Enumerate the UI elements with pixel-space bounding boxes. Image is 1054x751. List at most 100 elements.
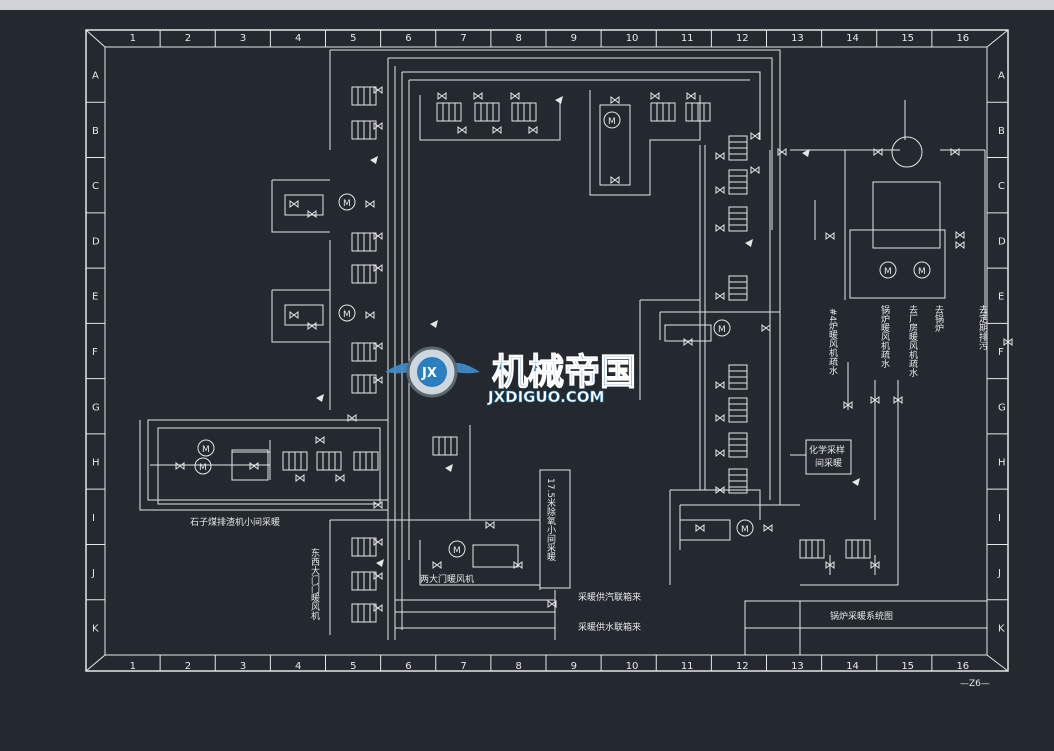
grid-column-label: 8 [515,33,521,44]
grid-row-label: G [92,402,100,413]
grid-row-label: F [998,347,1004,358]
pump-icon [913,261,931,279]
grid-column-label: 2 [185,661,191,672]
heater-icon [728,135,748,161]
grid-column-label: 15 [901,661,914,672]
grid-row-label: J [91,568,95,579]
watermark-logo-text: JX [421,366,437,381]
grid-row-label: E [998,292,1004,303]
heater-icon [728,397,748,423]
label-vertical-4: 去锅炉 [933,304,944,333]
grid-row-label: E [92,292,98,303]
grid-column-label: 9 [571,661,577,672]
heater-icon [728,206,748,232]
watermark-brand-en: JXDIGUO.COM [487,388,604,406]
heater-icon [728,432,748,458]
pump-icon [448,540,466,558]
grid-row-label: I [92,513,95,524]
grid-column-label: 13 [791,661,804,672]
heater-icon [728,275,748,301]
grid-row-label: C [998,181,1005,192]
heater-icon [728,169,748,195]
label-boiler-room: 石子煤排渣机小间采暖 [190,516,280,528]
grid-column-label: 3 [240,661,246,672]
grid-column-label: 15 [901,33,914,44]
grid-row-label: I [998,513,1001,524]
grid-column-label: 16 [956,661,969,672]
pump-icon [338,193,356,211]
grid-column-label: 13 [791,33,804,44]
grid-column-label: 16 [956,33,969,44]
heater-icon [353,451,379,471]
grid-column-label: 4 [295,33,301,44]
title-block-name: 锅炉采暖系统图 [830,610,893,622]
heater-icon [351,264,377,284]
heater-icon [282,451,308,471]
grid-column-label: 1 [130,661,136,672]
label-vertical-5: 去定期排污 [977,304,988,351]
grid-column-label: 2 [185,33,191,44]
label-side-left: 东西大门门暖风机 [309,547,320,621]
grid-row-label: F [92,347,98,358]
grid-row-label: K [998,623,1005,634]
grid-row-label: H [998,458,1006,469]
heater-icon [436,102,462,122]
heater-icon [474,102,500,122]
heater-icon [432,436,458,456]
heater-icon [351,374,377,394]
grid-column-label: 11 [681,33,694,44]
grid-column-label: 14 [846,33,859,44]
grid-row-label: G [998,402,1006,413]
pump-icon [338,304,356,322]
grid-column-label: 5 [350,661,356,672]
heater-icon [351,603,377,623]
pump-icon [879,261,897,279]
grid-labels: 1122334455667788991010111112121313141415… [86,30,1008,672]
heater-icon [351,120,377,140]
label-vertical-2: 锅炉暖风机疏水 [879,305,890,368]
heater-icon [728,364,748,390]
watermark-logo: JX 机械帝国 JXDIGUO.COM [385,346,637,406]
label-vertical-1: #4炉暖风机疏水 [827,308,838,375]
grid-row-label: C [92,181,99,192]
label-supply-top: 采暖供汽联箱来 [578,591,641,603]
grid-column-label: 10 [626,33,639,44]
grid-column-label: 11 [681,661,694,672]
heater-icon [650,102,676,122]
heater-icon [511,102,537,122]
grid-row-label: J [997,568,1001,579]
grid-column-label: 9 [571,33,577,44]
grid-column-label: 7 [460,33,466,44]
grid-row-label: H [92,458,100,469]
label-chem-1: 化学采样 [809,444,845,456]
heater-icon [799,539,825,559]
heater-icon [685,102,711,122]
pump-icon [197,439,215,457]
heater-icon [351,342,377,362]
pump-icon [736,519,754,537]
grid-column-label: 8 [515,661,521,672]
grid-column-label: 6 [405,33,411,44]
grid-column-label: 6 [405,661,411,672]
grid-column-label: 12 [736,661,749,672]
heater-icon [351,571,377,591]
heater-icon [845,539,871,559]
pump-icon [603,111,621,129]
grid-row-label: A [998,71,1005,82]
page-number: —Z6— [960,679,990,689]
grid-column-label: 7 [460,661,466,672]
grid-column-label: 1 [130,33,136,44]
trap-group [316,96,860,567]
pump-icon [713,319,731,337]
pump-icon [194,457,212,475]
grid-column-label: 12 [736,33,749,44]
grid-column-label: 14 [846,661,859,672]
grid-row-label: K [92,623,99,634]
title-block [744,600,988,656]
grid-row-label: D [998,236,1006,247]
heater-icon [351,537,377,557]
label-fan-unit: 两大门暖风机 [420,573,474,585]
heater-icon [351,86,377,106]
watermark-brand-cn: 机械帝国 [492,352,636,393]
